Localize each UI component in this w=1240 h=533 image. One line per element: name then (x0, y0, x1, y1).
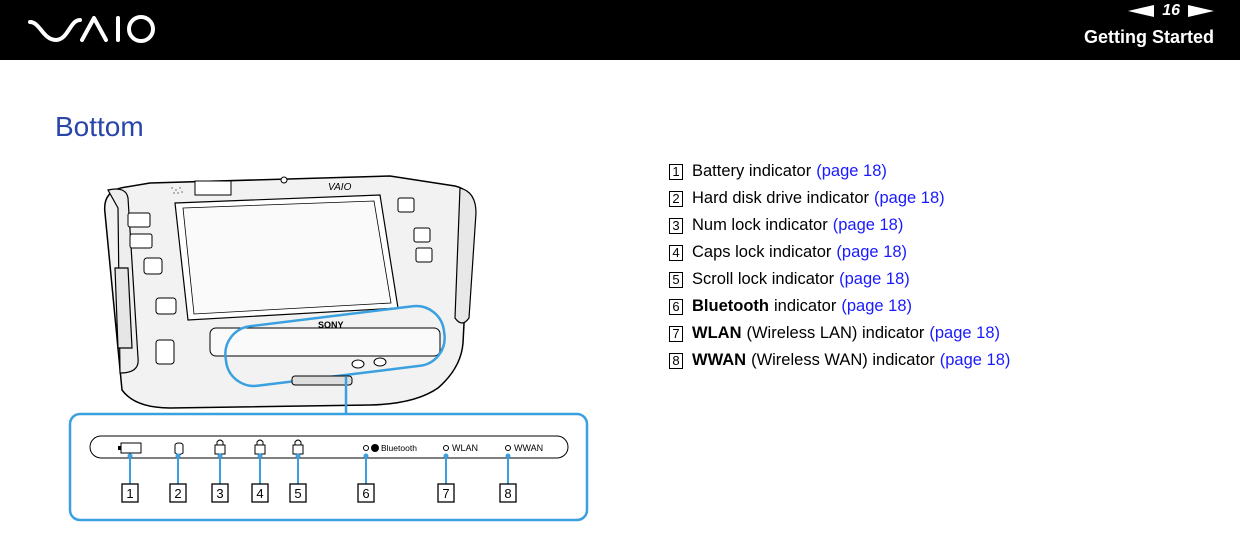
page-link[interactable]: (page 18) (929, 324, 1000, 342)
legend-text: Num lock indicator (692, 216, 828, 234)
callout-dot (443, 453, 449, 459)
callout-dot (217, 453, 223, 459)
legend-item: 3 Num lock indicator(page 18) (669, 212, 1010, 239)
legend-text: indicator (773, 297, 837, 315)
caps-lock-indicator-icon (254, 444, 266, 455)
callout-dot (295, 453, 301, 459)
device-bottom-illustration: VAIO SONY (60, 168, 600, 533)
callout-number-box (437, 483, 455, 503)
callout-dot (127, 453, 133, 459)
legend-text: Scroll lock indicator (692, 270, 835, 288)
device-brand-label: SONY (318, 320, 344, 330)
page-link[interactable]: (page 18) (836, 243, 908, 261)
legend-item: 1 Battery indicator(page 18) (669, 158, 1010, 185)
legend-bold: WLAN (692, 324, 742, 342)
legend-number: 2 (669, 190, 683, 207)
legend-number: 6 (669, 298, 683, 315)
page-link[interactable]: (page 18) (832, 216, 904, 234)
legend-item: 8 WWAN(Wireless WAN) indicator(page 18) (669, 347, 1010, 374)
next-page-arrow-icon[interactable] (1188, 5, 1214, 17)
legend-item: 7 WLAN(Wireless LAN) indicator(page 18) (669, 320, 1010, 347)
callout-dot (175, 453, 181, 459)
legend-text: Battery indicator (692, 162, 812, 180)
callout-number: 6 (362, 486, 369, 501)
previous-page-arrow-icon[interactable] (1128, 5, 1155, 17)
legend-text: (Wireless WAN) indicator (751, 351, 935, 369)
page-link[interactable]: (page 18) (874, 189, 945, 207)
callout-dot (505, 453, 511, 459)
callout-number-box (499, 483, 517, 503)
page-link[interactable]: (page 18) (939, 351, 1011, 369)
svg-text:WLAN: WLAN (452, 443, 478, 453)
callout-dot (257, 453, 263, 459)
page-link[interactable]: (page 18) (839, 270, 910, 288)
callout-number: 2 (174, 486, 181, 501)
callout-number-box (357, 483, 375, 503)
legend-number: 8 (669, 352, 683, 369)
callout-number-box (289, 483, 307, 503)
device-logo-text: VAIO (328, 182, 352, 193)
legend-bold: WWAN (692, 351, 747, 369)
section-title: Getting Started (1083, 27, 1214, 47)
legend-number: 3 (669, 217, 683, 234)
legend-item: 2 Hard disk drive indicator (page 18) (669, 185, 1010, 212)
svg-text:Bluetooth: Bluetooth (381, 443, 417, 453)
callout-dot (363, 453, 369, 459)
page-link[interactable]: (page 18) (816, 162, 887, 180)
battery-indicator-icon (120, 442, 142, 454)
indicator-legend: 1 Battery indicator(page 18) 2 Hard disk… (669, 158, 1010, 374)
callout-number: 5 (294, 486, 301, 501)
page-heading: Bottom (55, 111, 144, 142)
legend-number: 5 (669, 271, 683, 288)
num-lock-indicator-icon (214, 444, 226, 455)
vaio-logo (28, 10, 158, 51)
legend-number: 1 (669, 163, 683, 180)
scroll-lock-indicator-icon (292, 444, 304, 455)
legend-item: 5 Scroll lock indicator(page 18) (669, 266, 1010, 293)
legend-item: 4 Caps lock indicator(page 18) (669, 239, 1010, 266)
callout-number: 7 (442, 486, 449, 501)
page-number: 16 (1162, 2, 1180, 19)
legend-number: 7 (669, 325, 683, 342)
legend-number: 4 (669, 244, 683, 261)
legend-text: Hard disk drive indicator (692, 189, 869, 207)
callout-number: 4 (256, 486, 263, 501)
page-header: 16 Getting Started (0, 0, 1240, 60)
legend-bold: Bluetooth (692, 297, 769, 315)
bluetooth-icon (371, 444, 379, 452)
page-navigation: 16 (1128, 0, 1214, 22)
legend-text: Caps lock indicator (692, 243, 832, 261)
page-link[interactable]: (page 18) (841, 297, 912, 315)
legend-text: (Wireless LAN) indicator (746, 324, 925, 342)
indicator-callout-box (68, 412, 589, 522)
callout-number-box (121, 483, 139, 503)
callout-number: 8 (504, 486, 511, 501)
svg-text:WWAN: WWAN (514, 443, 543, 453)
callout-number: 3 (216, 486, 223, 501)
callout-number-box (211, 483, 229, 503)
callout-number-box (251, 483, 269, 503)
callout-number: 1 (126, 486, 133, 501)
callout-number-box (169, 483, 187, 503)
